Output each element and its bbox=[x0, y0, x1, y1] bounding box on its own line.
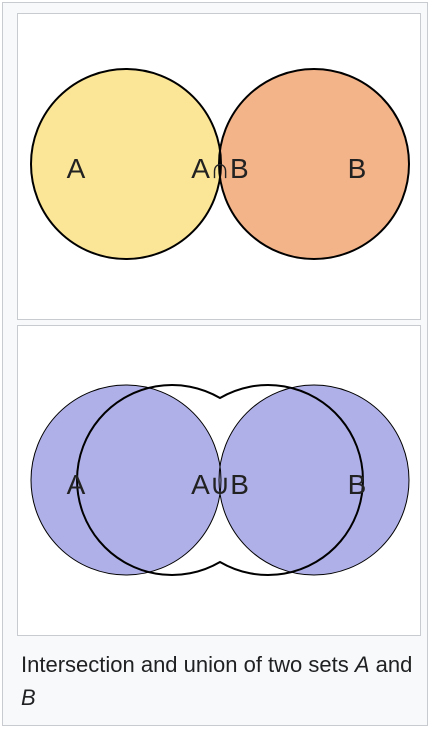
set-b-label: B bbox=[348, 153, 367, 184]
set-b-outline bbox=[218, 68, 410, 260]
caption-text: Intersection and union of two sets bbox=[21, 652, 355, 677]
union-label: A∪B bbox=[191, 469, 249, 500]
intersection-label: A∩B bbox=[191, 153, 248, 184]
figure-frame: A A∩B B A A∪B B Intersection and union o… bbox=[2, 2, 428, 726]
caption-var-b: B bbox=[21, 685, 36, 710]
intersection-venn-diagram: A A∩B B bbox=[30, 68, 410, 260]
caption-var-a: A bbox=[354, 652, 370, 677]
set-a-label: A bbox=[67, 469, 86, 500]
set-a-region bbox=[31, 69, 221, 259]
set-b-region bbox=[219, 385, 409, 575]
union-outline bbox=[76, 384, 364, 576]
caption-conjunction: and bbox=[369, 652, 413, 677]
set-a-outline bbox=[30, 68, 222, 260]
intersection-diagram-panel: A A∩B B bbox=[17, 13, 421, 320]
set-b-outline bbox=[218, 384, 410, 576]
union-diagram-panel: A A∪B B bbox=[17, 325, 421, 636]
set-a-region bbox=[31, 385, 221, 575]
set-b-region bbox=[219, 69, 409, 259]
union-venn-diagram: A A∪B B bbox=[30, 384, 410, 576]
set-a-label: A bbox=[67, 153, 86, 184]
figure-caption: Intersection and union of two sets A and… bbox=[21, 648, 421, 714]
set-a-outline bbox=[30, 384, 222, 576]
set-b-label: B bbox=[348, 469, 367, 500]
